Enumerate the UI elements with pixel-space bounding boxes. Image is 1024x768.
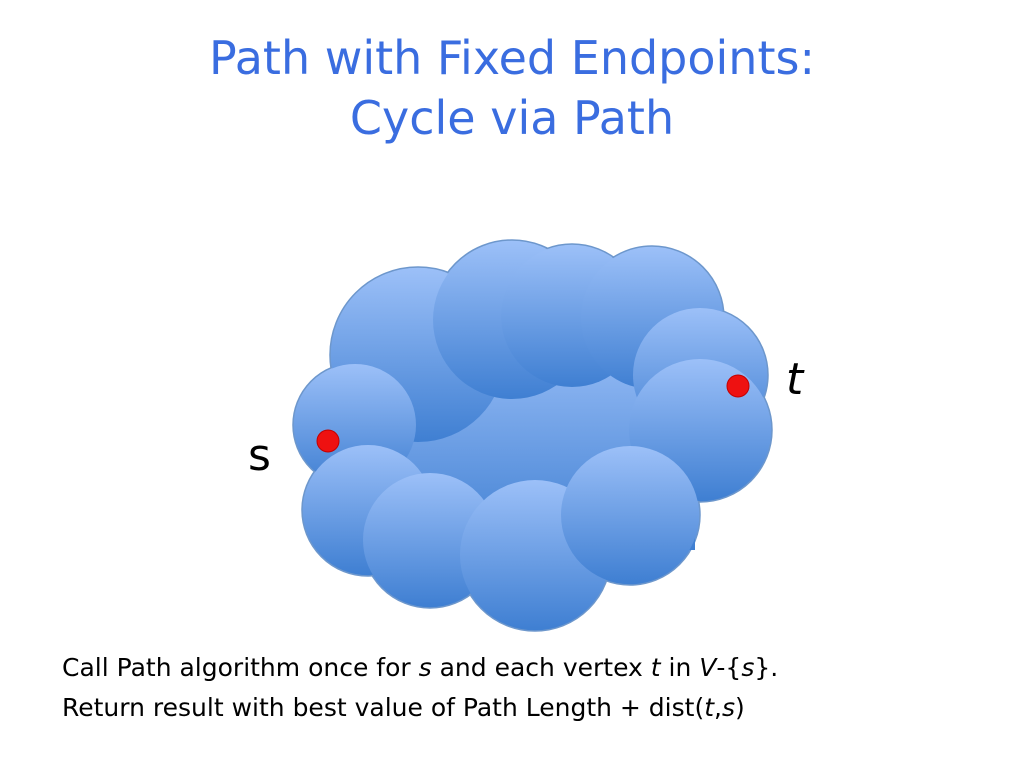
vertex-t-label: t: [786, 354, 804, 405]
caption-text: Call Path algorithm once for: [62, 653, 419, 682]
caption-line-1: Call Path algorithm once for s and each …: [62, 648, 1002, 688]
caption-text: }.: [754, 653, 779, 682]
caption-var-s: s: [418, 653, 432, 682]
caption-var-s: s: [741, 653, 755, 682]
vertex-s-dot: [316, 429, 340, 453]
caption-var-s: s: [721, 693, 735, 722]
caption-text: -{: [716, 653, 742, 682]
caption-var-t: t: [704, 693, 715, 722]
caption-line-2: Return result with best value of Path Le…: [62, 688, 1002, 728]
caption-text: ): [735, 693, 745, 722]
caption: Call Path algorithm once for s and each …: [62, 648, 1002, 728]
slide-title-line-1: Path with Fixed Endpoints:: [209, 31, 815, 85]
caption-text: in: [660, 653, 700, 682]
caption-var-v: V: [699, 653, 717, 682]
caption-text: Return result with best value of Path Le…: [62, 693, 705, 722]
caption-text: ,: [714, 693, 722, 722]
slide-title: Path with Fixed Endpoints: Cycle via Pat…: [0, 28, 1024, 148]
caption-text: and each vertex: [431, 653, 651, 682]
slide-title-line-2: Cycle via Path: [349, 91, 675, 145]
graph-cloud: [292, 239, 773, 632]
vertex-s-label: s: [248, 430, 271, 481]
caption-var-t: t: [650, 653, 661, 682]
vertex-t-dot: [726, 374, 750, 398]
